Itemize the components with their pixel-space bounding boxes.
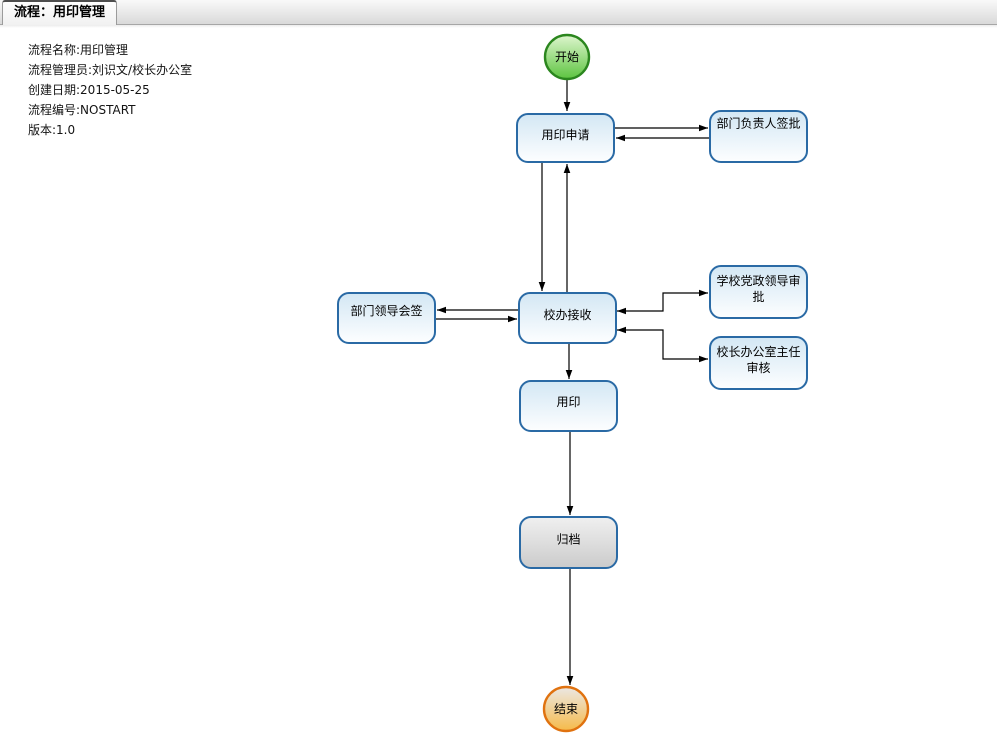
tab-process-label: 流程：用印管理 [14, 5, 106, 20]
flow-node-label: 用印 [556, 395, 580, 409]
office-receive-shape [518, 292, 617, 344]
flow-edge-office-receive-to-use-seal [565, 344, 573, 379]
arrowhead-icon [565, 370, 573, 379]
flow-node-label: 部门领导会签 [350, 303, 422, 318]
arrowhead-icon [617, 326, 626, 334]
flow-edge-use-seal-to-archive [566, 432, 574, 515]
flow-edge-office-receive-to-seal-apply [563, 164, 571, 292]
process-info-line: 流程名称:用印管理 [28, 43, 129, 57]
flow-node-dept-leader-countersign: 部门领导会签 [337, 292, 436, 344]
flow-edge-line [617, 329, 708, 360]
flow-node-dept-head-sign: 部门负责人签批 [709, 110, 808, 163]
flow-node-label: 批 [752, 289, 764, 304]
flow-edge-office-receive-school-leaders-both [617, 289, 708, 315]
process-info-line: 流程管理员:刘识文/校长办公室 [28, 63, 193, 77]
flow-node-label: 部门负责人签批 [716, 116, 800, 131]
flow-edge-dept-head-sign-to-seal-apply [616, 134, 710, 142]
flow-node-end: 结束 [542, 685, 590, 733]
flow-edge-line [617, 292, 708, 312]
tab-bar: 流程：用印管理 [0, 0, 997, 28]
flow-edge-seal-apply-to-dept-head-sign [614, 124, 708, 132]
flow-node-label: 开始 [555, 50, 579, 64]
flow-edge-office-receive-to-countersign [437, 306, 518, 314]
flow-node-archive: 归档 [519, 516, 618, 569]
flow-edge-office-receive-office-director-both [617, 326, 708, 363]
flow-node-seal-apply: 用印申请 [516, 113, 615, 163]
start-shape [543, 33, 591, 81]
flow-edge-seal-apply-to-office-receive [538, 163, 546, 291]
process-info-line: 流程编号:NOSTART [28, 103, 136, 117]
arrowhead-icon [563, 102, 571, 111]
use-seal-shape [519, 380, 618, 432]
arrowhead-icon [566, 506, 574, 515]
flow-node-start: 开始 [543, 33, 591, 81]
arrowhead-icon [437, 306, 446, 314]
office-director-review-shape [709, 336, 808, 390]
flow-node-label: 校长办公室主任 [716, 344, 800, 359]
archive-shape [519, 516, 618, 569]
arrowhead-icon [563, 164, 571, 173]
flow-node-label: 用印申请 [541, 128, 589, 142]
process-info-line: 版本:1.0 [28, 123, 76, 137]
arrowhead-icon [617, 307, 626, 315]
flow-node-label: 审核 [746, 360, 770, 375]
dept-leader-countersign-shape [337, 292, 436, 344]
flow-node-label: 学校党政领导审 [716, 273, 800, 288]
arrowhead-icon [616, 134, 625, 142]
seal-apply-shape [516, 113, 615, 163]
school-leaders-approve-shape [709, 265, 808, 319]
process-info-line: 创建日期:2015-05-25 [28, 83, 150, 97]
dept-head-sign-shape [709, 110, 808, 163]
flow-node-use-seal: 用印 [519, 380, 618, 432]
end-shape [542, 685, 590, 733]
tab-process[interactable]: 流程：用印管理 [2, 0, 118, 25]
flow-node-label: 结束 [554, 702, 578, 716]
arrowhead-icon [538, 282, 546, 291]
arrowhead-icon [566, 676, 574, 685]
flow-node-label: 校办接收 [543, 307, 591, 322]
arrowhead-icon [699, 355, 708, 363]
flow-node-office-receive: 校办接收 [518, 292, 617, 344]
arrowhead-icon [699, 289, 708, 297]
flow-edge-start-to-seal-apply [563, 80, 571, 111]
arrowhead-icon [508, 315, 517, 323]
process-info: 流程名称:用印管理流程管理员:刘识文/校长办公室创建日期:2015-05-25 流… [28, 40, 192, 140]
flow-edge-archive-to-end [566, 569, 574, 685]
flow-edge-countersign-to-office-receive [435, 315, 517, 323]
arrowhead-icon [699, 124, 708, 132]
flow-node-label: 归档 [556, 533, 580, 547]
